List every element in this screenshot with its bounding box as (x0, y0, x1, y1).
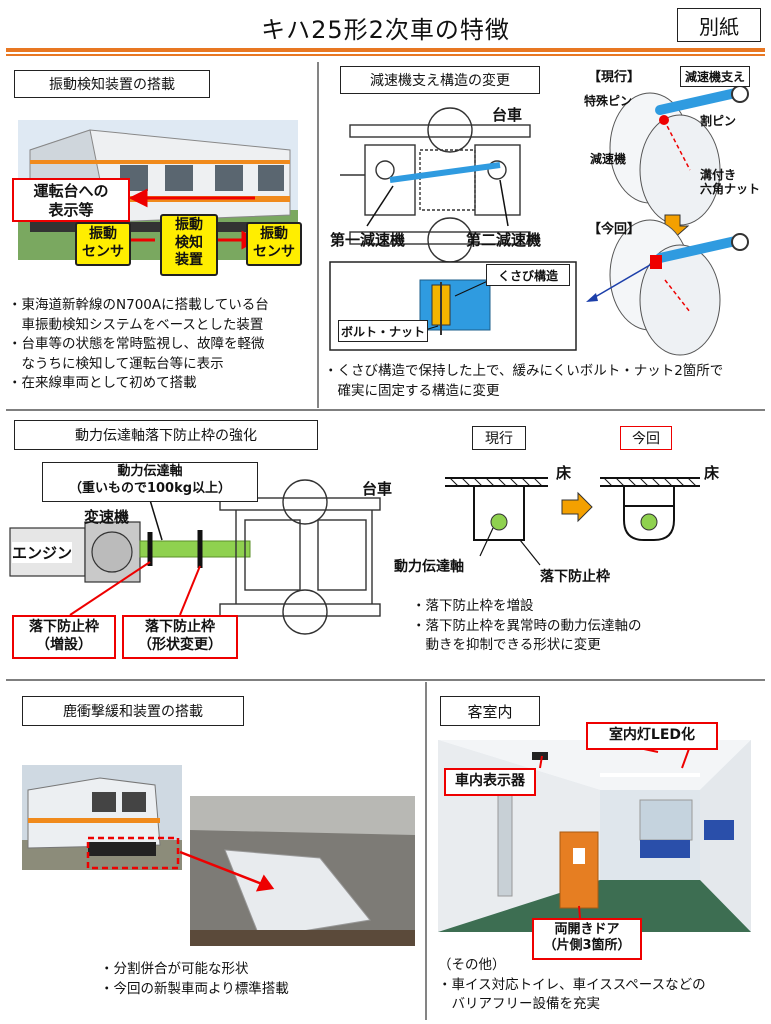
label-current-2: 現行 (472, 426, 526, 450)
label-cabin-display: 車内表示器 (444, 768, 536, 796)
section-title-vibration: 振動検知装置の搭載 (14, 70, 210, 98)
section-title-cabin: 客室内 (440, 696, 540, 726)
section-title-shaft-frame: 動力伝達軸落下防止枠の強化 (14, 420, 318, 450)
frame-current (445, 477, 548, 541)
mechanism-new (586, 219, 749, 356)
section-title-reducer-support: 減速機支え構造の変更 (340, 66, 540, 94)
transmission-drawing (9, 521, 141, 583)
label-double-door: 両開きドア （片側3箇所） (532, 918, 642, 960)
label-reducer: 減速機 (590, 152, 627, 166)
label-frame-small: 落下防止枠 (540, 569, 610, 585)
label-new-2: 今回 (620, 426, 672, 450)
bogie-drawing-2 (219, 479, 381, 635)
attachment-badge: 別紙 (677, 8, 761, 42)
label-sensor-right: 振動 センサ (246, 222, 302, 266)
sec1-bullets: ・東海道新幹線のN700Aに搭載している台 車振動検知システムをベースとした装置… (8, 297, 269, 392)
section-title-deer-guard: 鹿衝撃緩和装置の搭載 (22, 696, 244, 726)
frame-new (600, 477, 700, 541)
label-reducer-1: 第一減速機 (330, 231, 406, 249)
label-nut: 溝付き 六角ナット (700, 168, 761, 197)
label-bogie-2: 台車 (362, 480, 393, 498)
label-floor-1: 床 (556, 464, 572, 482)
label-engine: エンジン (12, 542, 73, 563)
mechanism-current (609, 85, 749, 226)
deer-guard-photo (190, 796, 415, 946)
label-new-1: 【今回】 (588, 222, 641, 237)
label-bolt-nut: ボルト・ナット (338, 320, 428, 342)
header-rule-thin (6, 54, 765, 56)
page-title: キハ25形2次車の特徴 (261, 16, 510, 44)
header-rule (6, 48, 765, 52)
label-led-light: 室内灯LED化 (586, 722, 718, 750)
label-support: 減速機支え (680, 66, 751, 87)
label-detector: 振動 検知 装置 (160, 214, 218, 276)
label-frame-added: 落下防止枠 （増設） (12, 615, 116, 659)
label-shaft-small: 動力伝達軸 (394, 559, 464, 575)
sec3-bullets: ・落下防止枠を増設 ・落下防止枠を異常時の動力伝達軸の 動きを抑制できる形状に変… (412, 598, 642, 654)
label-current-1: 【現行】 (588, 70, 641, 85)
deer-train-photo (22, 765, 182, 870)
label-power-shaft: 動力伝達軸 （重いもので100kg以上） (42, 462, 258, 502)
sec2-bullets: ・くさび構造で保持した上で、緩みにくいボルト・ナット2箇所で 確実に固定する構造… (324, 363, 724, 399)
label-transmission: 変速機 (84, 508, 130, 526)
label-floor-2: 床 (704, 464, 720, 482)
frame-arrow (561, 491, 593, 523)
sec5-bullets: （その他） ・車イス対応トイレ、車イススペースなどの バリアフリー設備を充実 (438, 957, 706, 1013)
bogie-drawing-1 (340, 107, 531, 263)
label-reducer-2: 第二減速機 (466, 231, 542, 249)
label-sensor-left: 振動 センサ (75, 222, 131, 266)
label-special-pin: 特殊ピン (584, 94, 633, 108)
label-split-pin: 割ピン (700, 114, 737, 128)
label-wedge: くさび構造 (486, 264, 570, 286)
label-frame-reshaped: 落下防止枠 （形状変更） (122, 615, 238, 659)
label-cab-display: 運転台への 表示等 (12, 178, 130, 222)
sec4-bullets: ・分割併合が可能な形状 ・今回の新製車両より標準搭載 (100, 961, 289, 997)
interior-photo (438, 740, 751, 932)
label-bogie-1: 台車 (492, 106, 523, 124)
power-shaft (139, 540, 251, 558)
